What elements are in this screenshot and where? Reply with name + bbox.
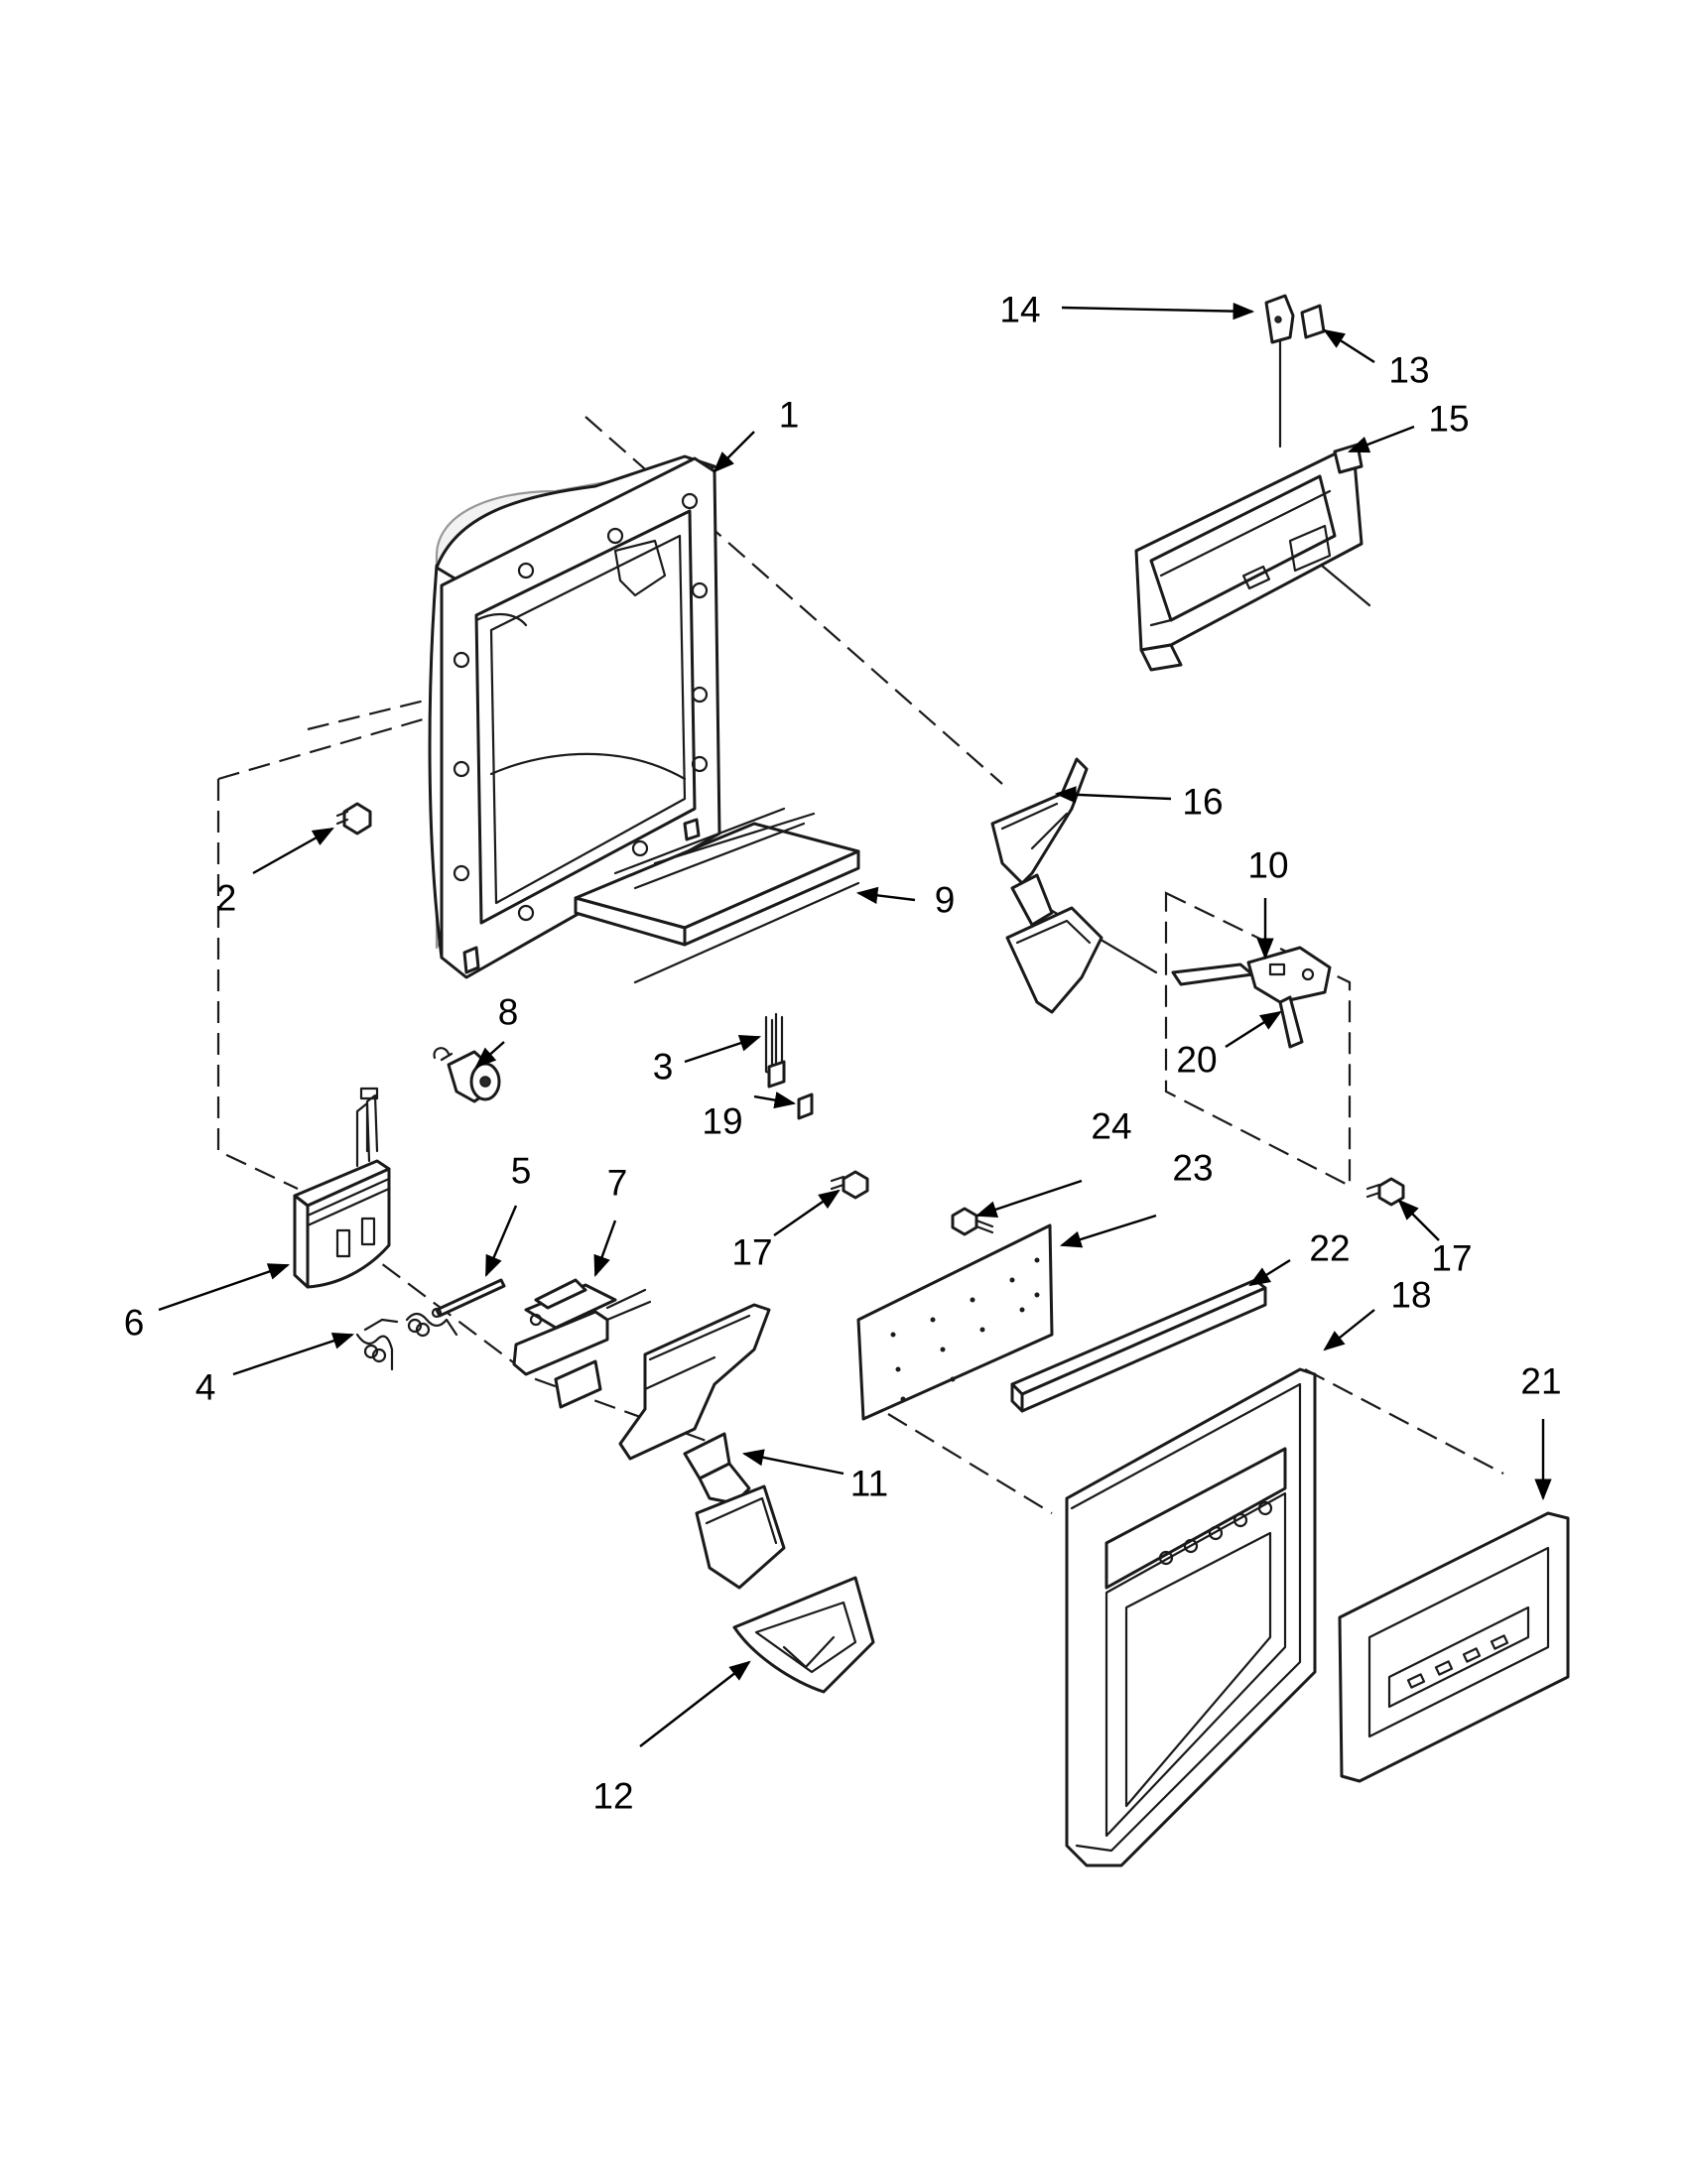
- switch-lever: [1171, 946, 1332, 1049]
- overlay-buttons: [1406, 1634, 1509, 1689]
- front-panel: [1065, 1367, 1317, 1867]
- callout-17a: 17: [731, 1232, 772, 1273]
- callout-7: 7: [607, 1163, 628, 1204]
- callout-10: 10: [1247, 845, 1288, 886]
- callout-1: 1: [779, 395, 800, 436]
- screw-2: [335, 802, 372, 835]
- callout-6: 6: [124, 1303, 145, 1344]
- callout-18: 18: [1390, 1275, 1431, 1316]
- leader-arrows: [158, 302, 1552, 1747]
- screw-24: [951, 1207, 994, 1236]
- insulator: [1300, 304, 1326, 339]
- callout-22: 22: [1309, 1228, 1350, 1269]
- ice-paddle: [618, 1303, 786, 1590]
- control-overlay: [1338, 1511, 1570, 1783]
- electronic-module: [293, 1087, 391, 1289]
- callout-16: 16: [1182, 782, 1223, 823]
- actuator-bracket: [512, 1278, 652, 1409]
- callout-17b: 17: [1431, 1238, 1472, 1279]
- lever-arm: [990, 757, 1104, 1014]
- switch-bracket: [1134, 443, 1363, 672]
- drip-tray: [574, 807, 860, 984]
- panel-buttons: [1158, 1500, 1273, 1566]
- callout-24: 24: [1091, 1106, 1131, 1147]
- pin: [431, 1278, 506, 1319]
- dispenser-housing: [428, 454, 721, 979]
- callout-19: 19: [702, 1101, 742, 1142]
- screw-17b: [1365, 1177, 1405, 1207]
- micro-switch: [1264, 294, 1295, 344]
- springs: [355, 1312, 458, 1371]
- callout-20: 20: [1176, 1040, 1217, 1081]
- callout-15: 15: [1428, 399, 1469, 440]
- callout-23: 23: [1172, 1148, 1213, 1189]
- callout-8: 8: [498, 992, 519, 1033]
- callout-13: 13: [1388, 350, 1429, 391]
- seal-strip: [1010, 1278, 1267, 1413]
- callout-21: 21: [1520, 1361, 1561, 1402]
- callout-14: 14: [999, 290, 1040, 330]
- clips: [764, 1012, 814, 1120]
- callout-labels: 1 2 3 4 5 6 7 8 9 10 11 12 13 14 15 16 1…: [124, 290, 1562, 1817]
- callout-11: 11: [850, 1464, 888, 1504]
- control-board: [856, 1223, 1054, 1421]
- callout-12: 12: [592, 1776, 633, 1817]
- screw-17a: [830, 1170, 869, 1200]
- callout-3: 3: [653, 1047, 674, 1088]
- callout-5: 5: [511, 1151, 532, 1192]
- callout-2: 2: [216, 878, 237, 919]
- callout-9: 9: [935, 880, 956, 921]
- callout-4: 4: [195, 1367, 216, 1408]
- ice-chute: [732, 1576, 875, 1694]
